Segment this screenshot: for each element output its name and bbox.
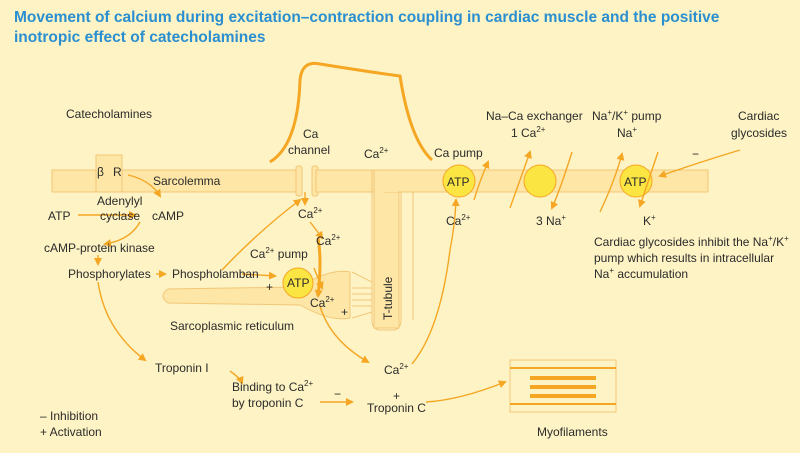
label-minus-glycosides: − [692, 147, 699, 161]
arrows [78, 149, 741, 406]
label-phosphorylates: Phosphorylates [68, 267, 151, 281]
label-glycosides: glycosides [731, 126, 787, 140]
label-t-tubule: T-tubule [381, 276, 395, 320]
legend-activation: + Activation [40, 425, 102, 439]
label-cardiac: Cardiac [738, 109, 779, 123]
label-ca-cytosol: Ca2+ [384, 362, 409, 377]
na-k-pump [619, 164, 653, 198]
label-ca-pump: Ca pump [434, 146, 483, 160]
legend-inhibition: – Inhibition [40, 409, 98, 423]
label-nak-2: Na+ [617, 125, 637, 140]
label-myofilaments: Myofilaments [537, 425, 608, 439]
label-ca-channel-2: channel [288, 143, 330, 157]
label-troponin-i: Troponin I [155, 361, 209, 375]
label-beta: β [97, 165, 104, 179]
label-k: K+ [643, 213, 656, 228]
figure-title: Movement of calcium during excitation–co… [14, 9, 720, 46]
label-atp-sr: ATP [287, 276, 309, 290]
ca-release-arrow [314, 237, 323, 298]
sarcoplasmic-reticulum [162, 270, 373, 320]
label-binding-2: by troponin C [232, 396, 304, 410]
label-atp-nak: ATP [624, 175, 646, 189]
label-naca-2: 1 Ca2+ [511, 125, 546, 140]
label-phospholamban: Phospholamban [172, 267, 259, 281]
label-nak-1: Na+/K+ pump [592, 108, 662, 123]
label-cyclase: cyclase [100, 209, 140, 223]
label-receptor: R [113, 165, 122, 179]
label-plus-sr-release: + [341, 305, 348, 319]
label-ca-pump-in: Ca2+ [446, 213, 471, 228]
label-ca-in-2: Ca2+ [316, 233, 341, 248]
myofilaments-graphic [509, 359, 617, 413]
label-minus-troponin: − [334, 387, 341, 401]
na-ca-exchanger [523, 164, 557, 198]
label-gly-note-3: Na+ accumulation [594, 266, 688, 281]
label-ca-in: Ca2+ [298, 206, 323, 221]
label-naca-1: Na–Ca exchanger [486, 109, 583, 123]
label-plus-troponin: + [393, 389, 400, 403]
label-troponin-c: Troponin C [367, 401, 426, 415]
label-three-na: 3 Na+ [536, 213, 566, 228]
ca-pump-sr [282, 267, 314, 299]
label-plus-sr: + [266, 280, 273, 294]
label-camp: cAMP [152, 209, 184, 223]
label-ca-sr: Ca2+ [310, 295, 335, 310]
label-catecholamines: Catecholamines [66, 107, 152, 121]
sarcolemma-membrane [51, 154, 375, 197]
label-gly-note-2: pump which results in intracellular [594, 251, 774, 265]
label-camp-kinase: cAMP-protein kinase [44, 241, 155, 255]
label-ca-pump-sr: Ca2+ pump [250, 246, 308, 261]
label-gly-note-1: Cardiac glycosides inhibit the Na+/K+ [594, 234, 789, 249]
label-atp-left: ATP [48, 209, 70, 223]
beta-receptor [95, 154, 123, 193]
label-ca-channel-1: Ca [303, 127, 319, 141]
label-binding-1: Binding to Ca2+ [232, 379, 313, 394]
ca-pump-sarcolemma [442, 164, 476, 198]
label-ca-outside: Ca2+ [364, 146, 389, 161]
action-potential-curve [269, 61, 434, 164]
label-sarcolemma: Sarcolemma [153, 174, 221, 188]
label-adenylyl: Adenylyl [97, 194, 142, 208]
label-atp-ca-pump: ATP [447, 175, 469, 189]
label-sr: Sarcoplasmic reticulum [170, 319, 294, 333]
